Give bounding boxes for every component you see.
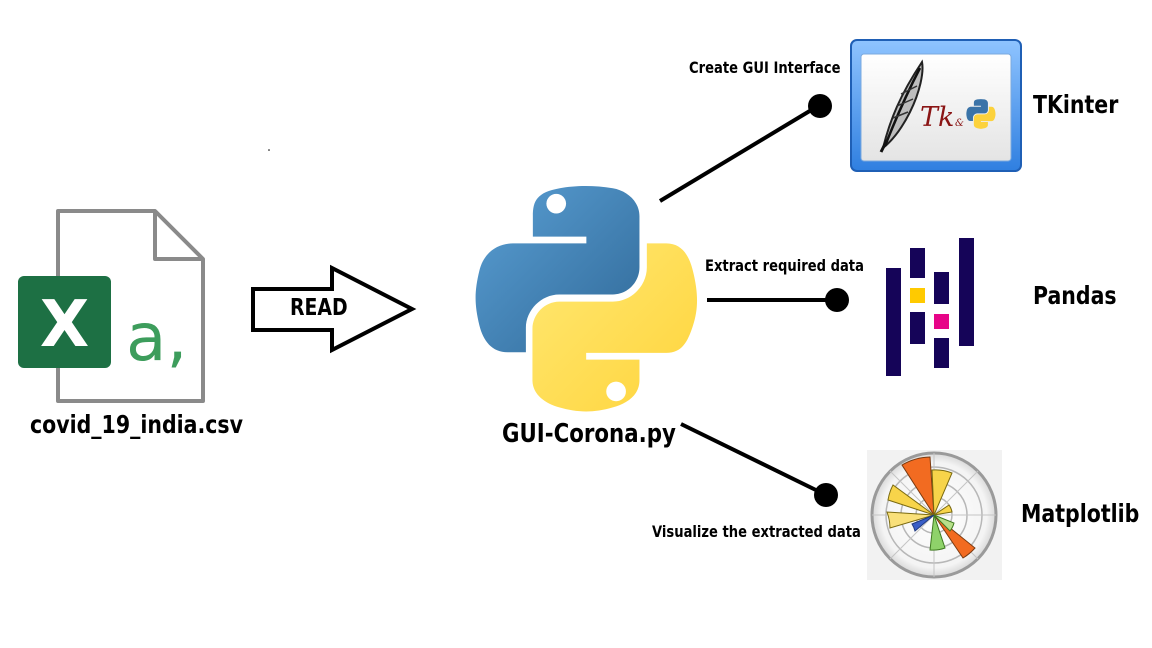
pandas-logo-icon	[886, 238, 974, 376]
matplotlib-label: Matplotlib	[1021, 499, 1140, 528]
tkinter-logo-icon: Tk &	[850, 39, 1022, 172]
svg-text:&: &	[955, 118, 964, 129]
python-logo-icon	[475, 186, 698, 412]
script-name: GUI-Corona.py	[502, 419, 676, 449]
pandas-label: Pandas	[1033, 281, 1117, 310]
connector-matplotlib	[680, 422, 838, 507]
csv-glyph: a,	[126, 299, 187, 376]
stray-dot	[268, 149, 270, 151]
read-arrow	[251, 264, 417, 354]
excel-letter: X	[40, 288, 89, 362]
connector-pandas	[707, 288, 849, 312]
excel-badge	[18, 276, 111, 368]
tkinter-label: TKinter	[1033, 90, 1119, 119]
read-label: READ	[290, 295, 348, 321]
connector-tkinter	[658, 94, 832, 203]
edge-label-pandas: Extract required data	[705, 256, 864, 275]
csv-file-name: covid_19_india.csv	[30, 410, 243, 439]
matplotlib-logo-icon	[867, 450, 1002, 580]
excel-csv-icon: X a,	[18, 209, 205, 403]
tk-text: Tk	[920, 102, 954, 133]
edge-label-matplotlib: Visualize the extracted data	[652, 522, 861, 541]
edge-label-tkinter: Create GUI Interface	[689, 58, 841, 77]
